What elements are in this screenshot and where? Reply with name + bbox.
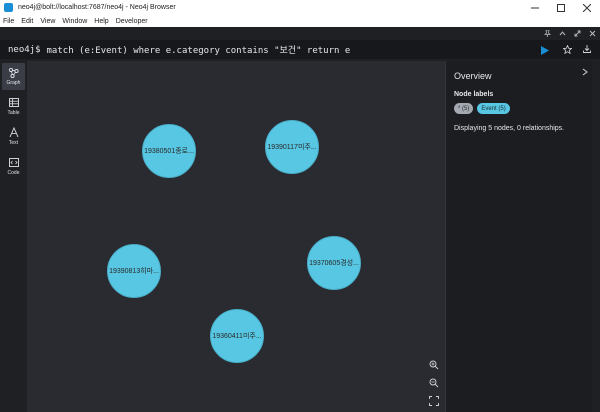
graph-node[interactable]: 19390117미주... bbox=[265, 120, 319, 174]
tab-text-label: Text bbox=[8, 140, 19, 146]
graph-node[interactable]: 19370605경성... bbox=[307, 236, 361, 290]
graph-icon bbox=[8, 67, 19, 78]
result-summary: Displaying 5 nodes, 0 relationships. bbox=[454, 125, 565, 132]
menu-developer[interactable]: Developer bbox=[115, 17, 148, 25]
fit-icon bbox=[429, 396, 439, 406]
right-gutter bbox=[592, 61, 600, 412]
editor-prompt: neo4j$ bbox=[8, 44, 41, 55]
tab-table-label: Table bbox=[7, 110, 20, 116]
download-button[interactable] bbox=[580, 42, 594, 56]
favorite-button[interactable] bbox=[560, 42, 574, 56]
node-caption: 19360411미주... bbox=[212, 333, 262, 340]
zoom-in-icon bbox=[429, 360, 439, 370]
menu-bar: File Edit View Window Help Developer bbox=[0, 15, 600, 27]
node-label-pills: * (5) Event (5) bbox=[454, 103, 514, 114]
menu-help[interactable]: Help bbox=[94, 17, 109, 25]
node-labels-heading: Node labels bbox=[454, 91, 494, 98]
run-query-button[interactable] bbox=[538, 43, 552, 57]
fullscreen-frame-button[interactable] bbox=[570, 27, 585, 40]
menu-view[interactable]: View bbox=[40, 17, 56, 25]
zoom-in-button[interactable] bbox=[426, 357, 442, 373]
zoom-controls bbox=[426, 357, 442, 411]
expand-icon bbox=[574, 30, 581, 37]
neo4j-browser-app: neo4j$ match (e:Event) where e.category … bbox=[0, 27, 600, 412]
table-icon bbox=[8, 97, 19, 108]
overview-title: Overview bbox=[454, 71, 492, 81]
collapse-overview-button[interactable] bbox=[582, 68, 588, 78]
chevron-up-icon bbox=[559, 31, 566, 36]
frame-toolbar bbox=[540, 27, 600, 40]
fit-to-screen-button[interactable] bbox=[426, 393, 442, 409]
minimize-icon bbox=[531, 7, 539, 8]
menu-edit[interactable]: Edit bbox=[21, 17, 34, 25]
close-icon bbox=[589, 30, 596, 37]
node-caption: 19380501종로... bbox=[144, 148, 194, 155]
zoom-out-button[interactable] bbox=[426, 375, 442, 391]
graph-node[interactable]: 19390813히마... bbox=[107, 244, 161, 298]
result-view-tabs: Graph Table Text Code bbox=[0, 61, 27, 412]
node-caption: 19390813히마... bbox=[109, 268, 159, 275]
text-icon bbox=[9, 127, 19, 138]
zoom-out-icon bbox=[429, 378, 439, 388]
pin-icon bbox=[544, 30, 551, 37]
window-title: neo4j@bolt://localhost:7687/neo4j - Neo4… bbox=[18, 4, 176, 11]
graph-node[interactable]: 19380501종로... bbox=[142, 124, 196, 178]
collapse-frame-button[interactable] bbox=[555, 27, 570, 40]
graph-canvas[interactable]: 19380501종로... 19390117미주... 19390813히마..… bbox=[27, 61, 445, 412]
menu-window[interactable]: Window bbox=[62, 17, 88, 25]
code-icon bbox=[8, 157, 19, 168]
node-caption: 19370605경성... bbox=[309, 260, 359, 267]
download-icon bbox=[583, 45, 591, 53]
maximize-button[interactable] bbox=[548, 0, 574, 15]
graph-node[interactable]: 19360411미주... bbox=[210, 309, 264, 363]
maximize-icon bbox=[557, 3, 565, 12]
menu-file[interactable]: File bbox=[3, 17, 15, 25]
window-titlebar: neo4j@bolt://localhost:7687/neo4j - Neo4… bbox=[0, 0, 600, 15]
tab-text[interactable]: Text bbox=[2, 123, 25, 150]
close-icon bbox=[583, 3, 591, 12]
pin-frame-button[interactable] bbox=[540, 27, 555, 40]
node-caption: 19390117미주... bbox=[267, 144, 317, 151]
tab-code-label: Code bbox=[7, 170, 20, 176]
play-icon bbox=[541, 45, 549, 55]
chevron-right-icon bbox=[582, 68, 588, 76]
neo4j-app-icon bbox=[4, 3, 13, 12]
tab-graph-label: Graph bbox=[6, 80, 21, 86]
tab-graph[interactable]: Graph bbox=[2, 63, 25, 90]
query-text[interactable]: match (e:Event) where e.category contain… bbox=[46, 46, 351, 56]
query-editor[interactable]: neo4j$ match (e:Event) where e.category … bbox=[0, 40, 600, 59]
label-pill-all[interactable]: * (5) bbox=[454, 103, 474, 114]
minimize-button[interactable] bbox=[522, 0, 548, 15]
tab-code[interactable]: Code bbox=[2, 153, 25, 180]
result-frame: Graph Table Text Code bbox=[0, 61, 600, 412]
label-pill-event[interactable]: Event (5) bbox=[477, 103, 510, 114]
close-window-button[interactable] bbox=[574, 0, 600, 15]
close-frame-button[interactable] bbox=[585, 27, 600, 40]
window-controls bbox=[522, 0, 600, 15]
tab-table[interactable]: Table bbox=[2, 93, 25, 120]
star-icon bbox=[562, 44, 572, 54]
overview-panel: Overview Node labels * (5) Event (5) Dis… bbox=[445, 61, 592, 412]
